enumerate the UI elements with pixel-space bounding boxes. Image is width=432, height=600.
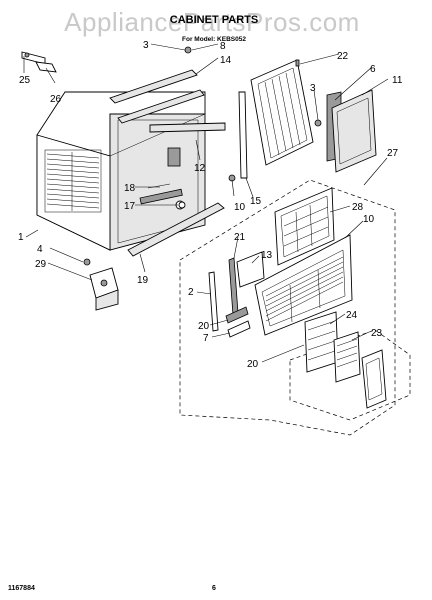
cabinet-side-louvers: [44, 149, 102, 213]
side-channel: [149, 122, 226, 133]
bottom-rail: [127, 202, 225, 257]
vertical-strip-21: [228, 257, 239, 316]
page-title: CABINET PARTS: [170, 14, 258, 26]
mounting-bracket: [21, 51, 57, 73]
screw-4: [83, 258, 91, 266]
callout-26: 26: [50, 94, 62, 105]
callout-18: 19: [137, 275, 149, 286]
callout-21: 21: [234, 232, 246, 243]
callout-2: 2: [188, 287, 194, 298]
fan-bolt-16: [178, 201, 186, 209]
front-grille: [254, 234, 353, 336]
callout-25: 25: [19, 75, 31, 86]
callout-3b: 3: [310, 83, 316, 94]
callout-11: 8: [220, 41, 226, 52]
control-label-13: [236, 251, 265, 288]
model-line: For Model: KEBS052: [182, 36, 246, 43]
callout-22: 22: [337, 51, 349, 62]
callout-24: 24: [346, 310, 358, 321]
callout-17: 18: [124, 183, 136, 194]
front-filter-door: [274, 187, 335, 266]
side-curtain-panel: [250, 59, 314, 166]
footer-doc-number: 1167884: [8, 585, 35, 592]
callout-numbers: 3 8 14 25 26 22 3 6 11 12 18 17 10 15 19…: [18, 40, 403, 370]
callout-10: 10: [234, 202, 246, 213]
callout-13: 13: [261, 250, 273, 261]
bracket-28: [89, 267, 119, 311]
subassembly-outline: [289, 329, 411, 421]
callout-15: 15: [250, 196, 262, 207]
vertical-rail-10: [238, 91, 248, 179]
bracket-7: [227, 320, 251, 338]
top-rail-14: [117, 89, 205, 124]
screw-3b: [314, 119, 322, 127]
watermark-text: AppliancePartsPros.com: [64, 7, 360, 37]
callout-9: 11: [392, 75, 403, 86]
callout-7: 7: [203, 333, 209, 344]
left-strip-2: [208, 271, 219, 332]
callout-23: 23: [371, 328, 383, 339]
louver-assembly: [304, 311, 387, 409]
screw-3: [184, 46, 192, 54]
top-rail-11: [109, 69, 198, 104]
callout-14: 14: [220, 55, 232, 66]
bracket-19: [225, 306, 249, 324]
callout-4: 4: [37, 244, 43, 255]
callout-28: 29: [35, 259, 47, 270]
callout-1: 1: [18, 232, 24, 243]
callout-3: 3: [143, 40, 149, 51]
callout-29: 28: [352, 202, 364, 213]
footer-page-number: 6: [212, 585, 216, 592]
air-filter-pad: [331, 89, 377, 173]
callout-16: 17: [124, 201, 136, 212]
front-assembly-outline: [179, 179, 396, 436]
callout-19: 20: [198, 321, 210, 332]
callout-12: 12: [194, 163, 206, 174]
leader-lines: [23, 43, 389, 363]
cabinet-shell: [36, 91, 206, 251]
callout-27: 27: [387, 148, 399, 159]
callout-8: 10: [363, 214, 375, 225]
callout-20: 20: [247, 359, 259, 370]
callout-6: 6: [370, 64, 376, 75]
